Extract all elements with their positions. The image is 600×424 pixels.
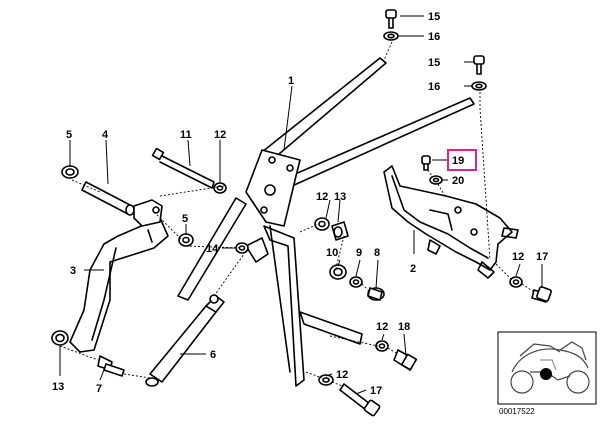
bracket-part-2 <box>383 165 519 279</box>
callout-11: 11 <box>180 129 192 141</box>
reference-number: 00017522 <box>499 407 535 416</box>
highlight-box-19 <box>447 149 477 171</box>
callout-19: 19 <box>452 155 464 167</box>
main-frame-part-1 <box>177 57 475 387</box>
bolt-part-11 <box>151 147 215 189</box>
callout-12-bottom: 12 <box>336 369 348 381</box>
callout-12-lower-middle: 12 <box>376 321 388 333</box>
gas-strut-part-6 <box>145 294 225 387</box>
callout-12-upper-left: 12 <box>214 129 226 141</box>
screw-part-15-right <box>473 55 485 75</box>
washer-part-16-right <box>471 81 487 91</box>
bolt-part-17-right <box>531 286 552 303</box>
washer-part-16-top <box>383 31 399 41</box>
washer-part-12-lower-middle <box>375 340 389 352</box>
callout-2: 2 <box>410 263 416 275</box>
callout-16-right: 16 <box>428 81 440 93</box>
callout-5-upper: 5 <box>66 129 72 141</box>
callout-13-lower: 13 <box>52 381 64 393</box>
callout-15-top: 15 <box>428 11 440 23</box>
bolt-part-18 <box>393 349 418 371</box>
bushing-part-13-lower <box>51 330 69 346</box>
bolt-part-8 <box>367 287 385 301</box>
washer-part-9 <box>349 276 363 288</box>
bushing-part-5-lower <box>178 233 194 247</box>
callout-15-right: 15 <box>428 57 440 69</box>
callout-9: 9 <box>356 247 362 259</box>
callout-17-right: 17 <box>536 251 548 263</box>
inset-motorcycle-locator <box>497 331 597 405</box>
callout-12-right: 12 <box>512 251 524 263</box>
bushing-part-5-upper <box>61 165 79 179</box>
assembly-lines <box>59 41 535 387</box>
washer-part-12-upper-left <box>213 182 227 194</box>
callout-6: 6 <box>210 349 216 361</box>
bushing-part-13-middle <box>331 221 349 241</box>
callout-3: 3 <box>70 265 76 277</box>
screw-part-15-top <box>385 9 397 29</box>
callout-12-middle: 12 <box>316 191 328 203</box>
callout-20: 20 <box>452 175 464 187</box>
callout-14: 14 <box>206 243 219 255</box>
washer-part-12-right <box>509 276 523 288</box>
washer-part-20 <box>429 175 443 185</box>
pivot-pin-part-4 <box>81 181 163 227</box>
bolt-part-7 <box>97 355 125 377</box>
lever-part-3 <box>69 217 169 353</box>
washer-part-12-bottom <box>318 374 334 386</box>
bushing-part-10 <box>329 264 347 280</box>
callout-1: 1 <box>288 75 294 87</box>
bolt-part-17-bottom <box>339 383 381 417</box>
location-marker <box>540 368 552 380</box>
screw-part-19 <box>421 155 431 171</box>
callout-18: 18 <box>398 321 410 333</box>
callout-7: 7 <box>96 383 102 395</box>
callout-16-top: 16 <box>428 31 440 43</box>
callout-5-lower: 5 <box>182 213 188 225</box>
leader-lines <box>59 15 543 395</box>
callout-8: 8 <box>374 247 380 259</box>
callout-labels: 15 16 15 16 1 5 4 11 12 19 20 12 13 5 14… <box>52 11 548 397</box>
callout-10: 10 <box>326 247 338 259</box>
callout-13-middle: 13 <box>334 191 346 203</box>
callout-4: 4 <box>102 129 109 141</box>
callout-17-bottom: 17 <box>370 385 382 397</box>
washer-part-12-middle <box>314 217 330 231</box>
